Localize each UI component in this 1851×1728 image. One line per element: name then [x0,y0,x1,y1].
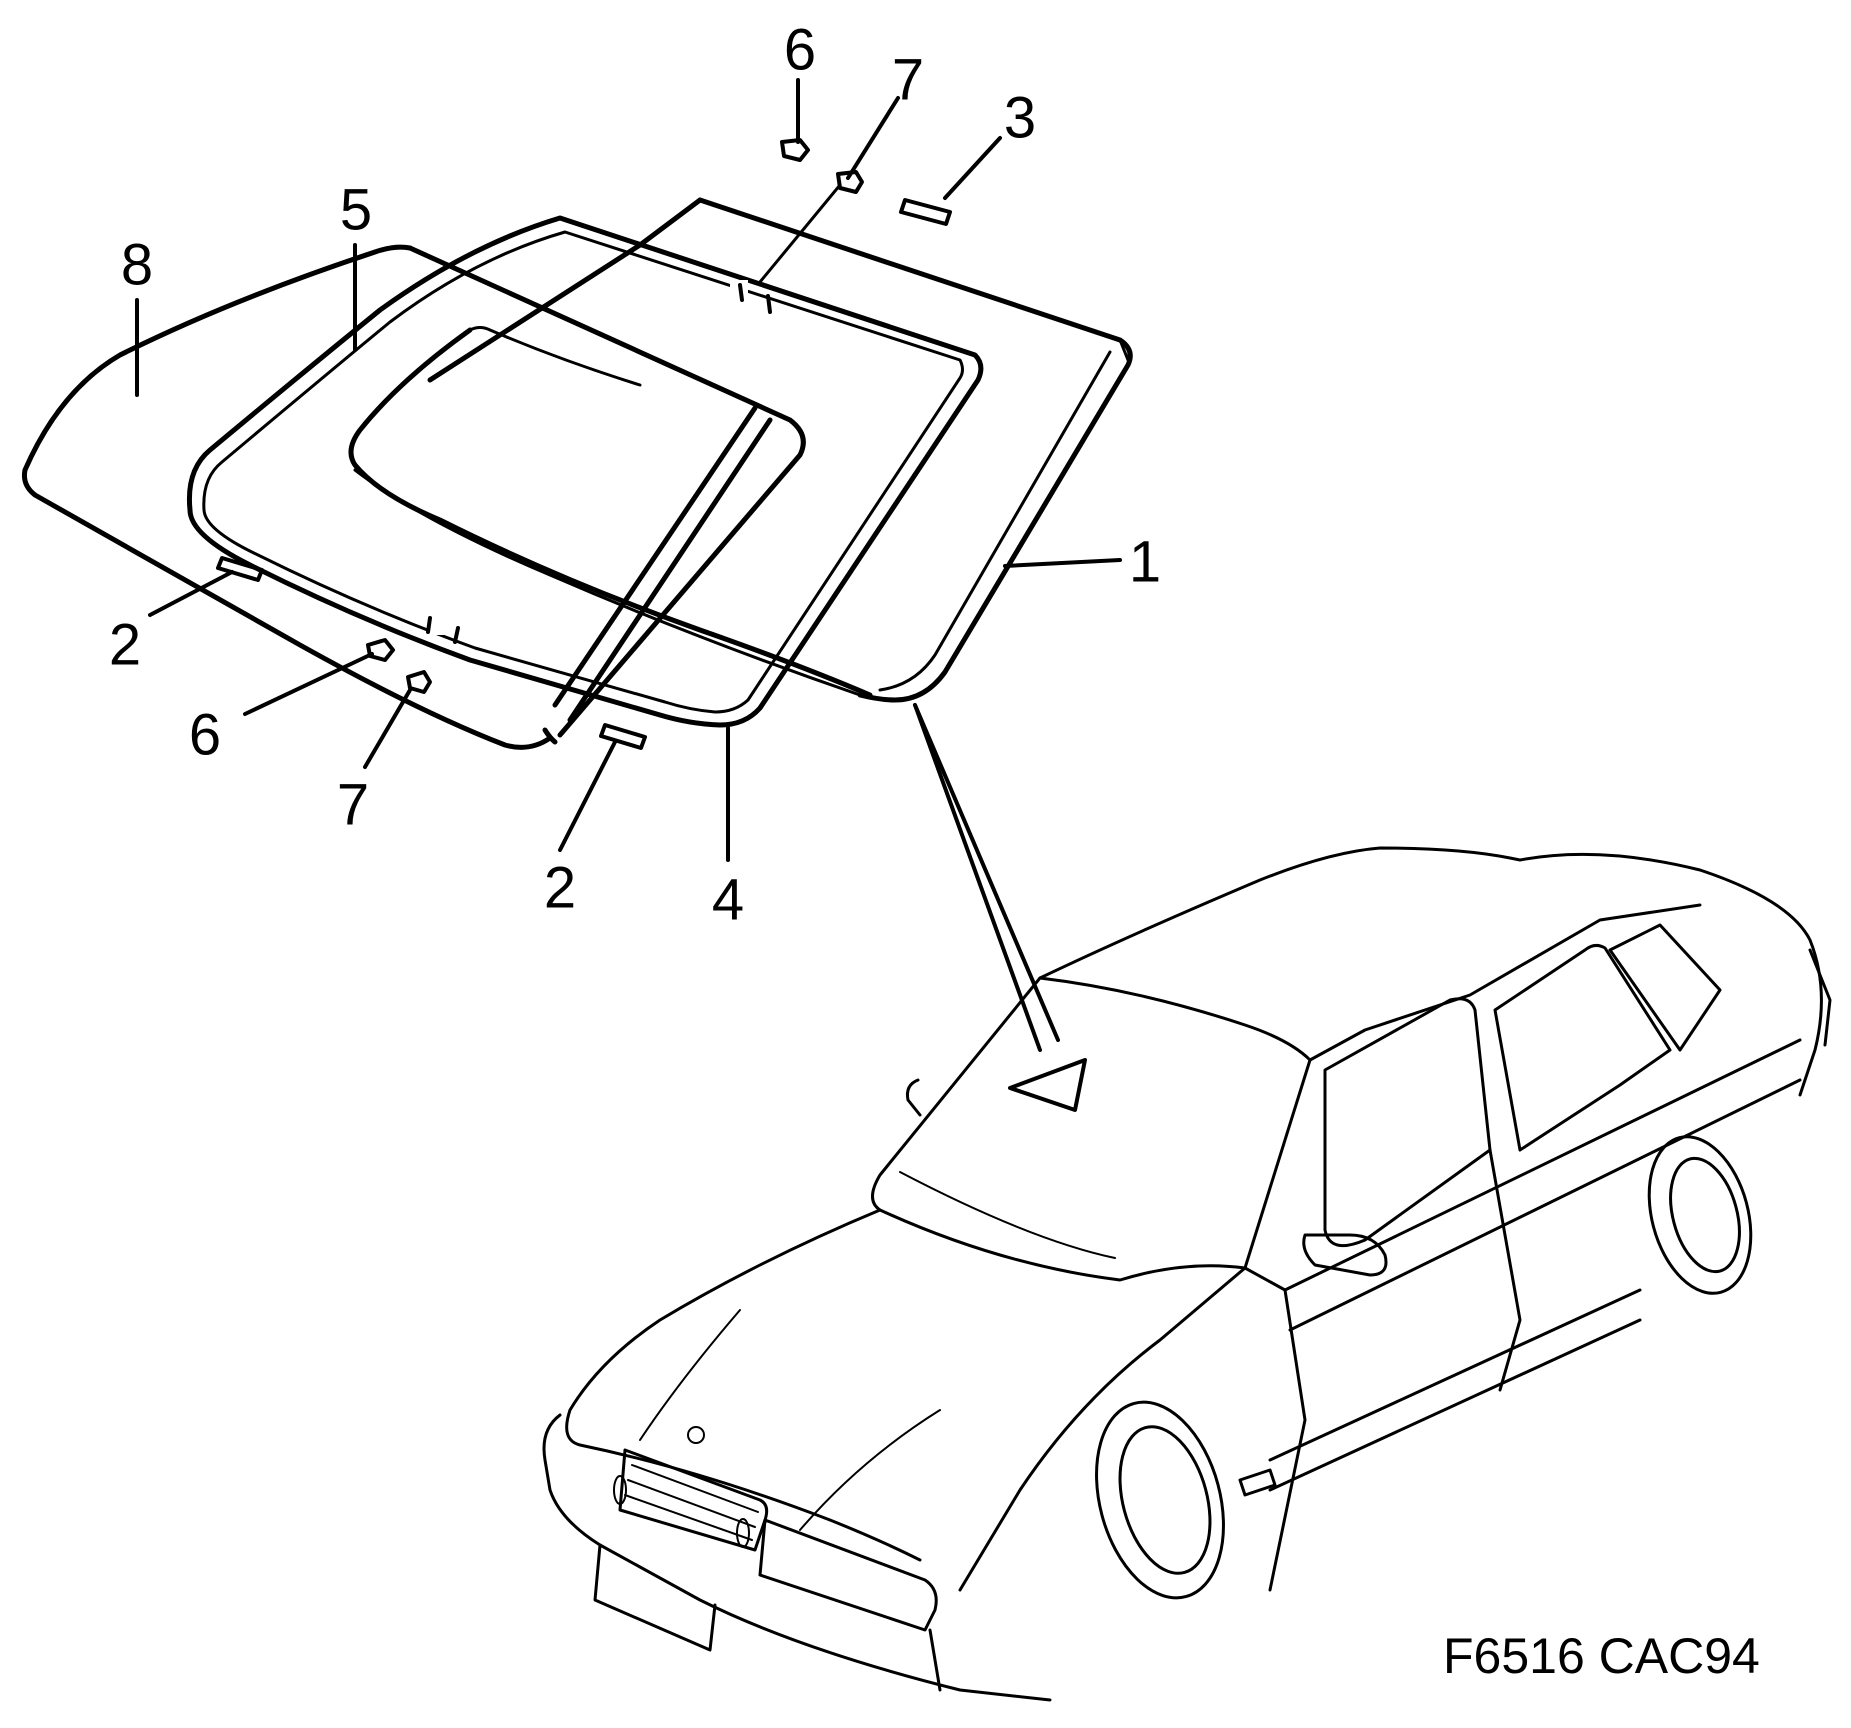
seal-top-joint [730,280,772,314]
moulding-seal-outer [186,215,984,728]
callout-1: 1 [1129,530,1161,595]
glass-inner-opening [348,326,873,698]
car-illustration [542,846,1832,1702]
callout-4: 4 [712,868,744,933]
callout-6-bottom: 6 [189,703,221,768]
windshield-glass [427,197,1133,703]
callout-6-top: 6 [784,18,816,83]
figure-code: F6516 CAC94 [1443,1628,1760,1684]
seal-bottom-joint [426,615,460,644]
spacer-clip-left [216,556,264,582]
clip-top [780,138,810,162]
callout-7-top: 7 [892,48,924,113]
retainer-bottom [406,670,432,694]
location-arrow [913,703,1087,1112]
callout-5: 5 [340,178,372,243]
callout-8: 8 [121,233,153,298]
callout-2-left: 2 [109,613,141,678]
callout-labels: 1 2 2 3 4 5 6 6 7 7 8 [109,18,1161,933]
spacer-clip-top-right [899,198,952,226]
callout-3: 3 [1004,86,1036,151]
clip-bottom [366,638,395,662]
spacer-clip-bottom [599,723,647,750]
outer-glass-panel [22,244,806,750]
callout-2-bottom: 2 [544,856,576,921]
leader-lines [135,78,1122,862]
callout-7-bottom: 7 [337,773,369,838]
seal-strip-lines [552,405,773,723]
